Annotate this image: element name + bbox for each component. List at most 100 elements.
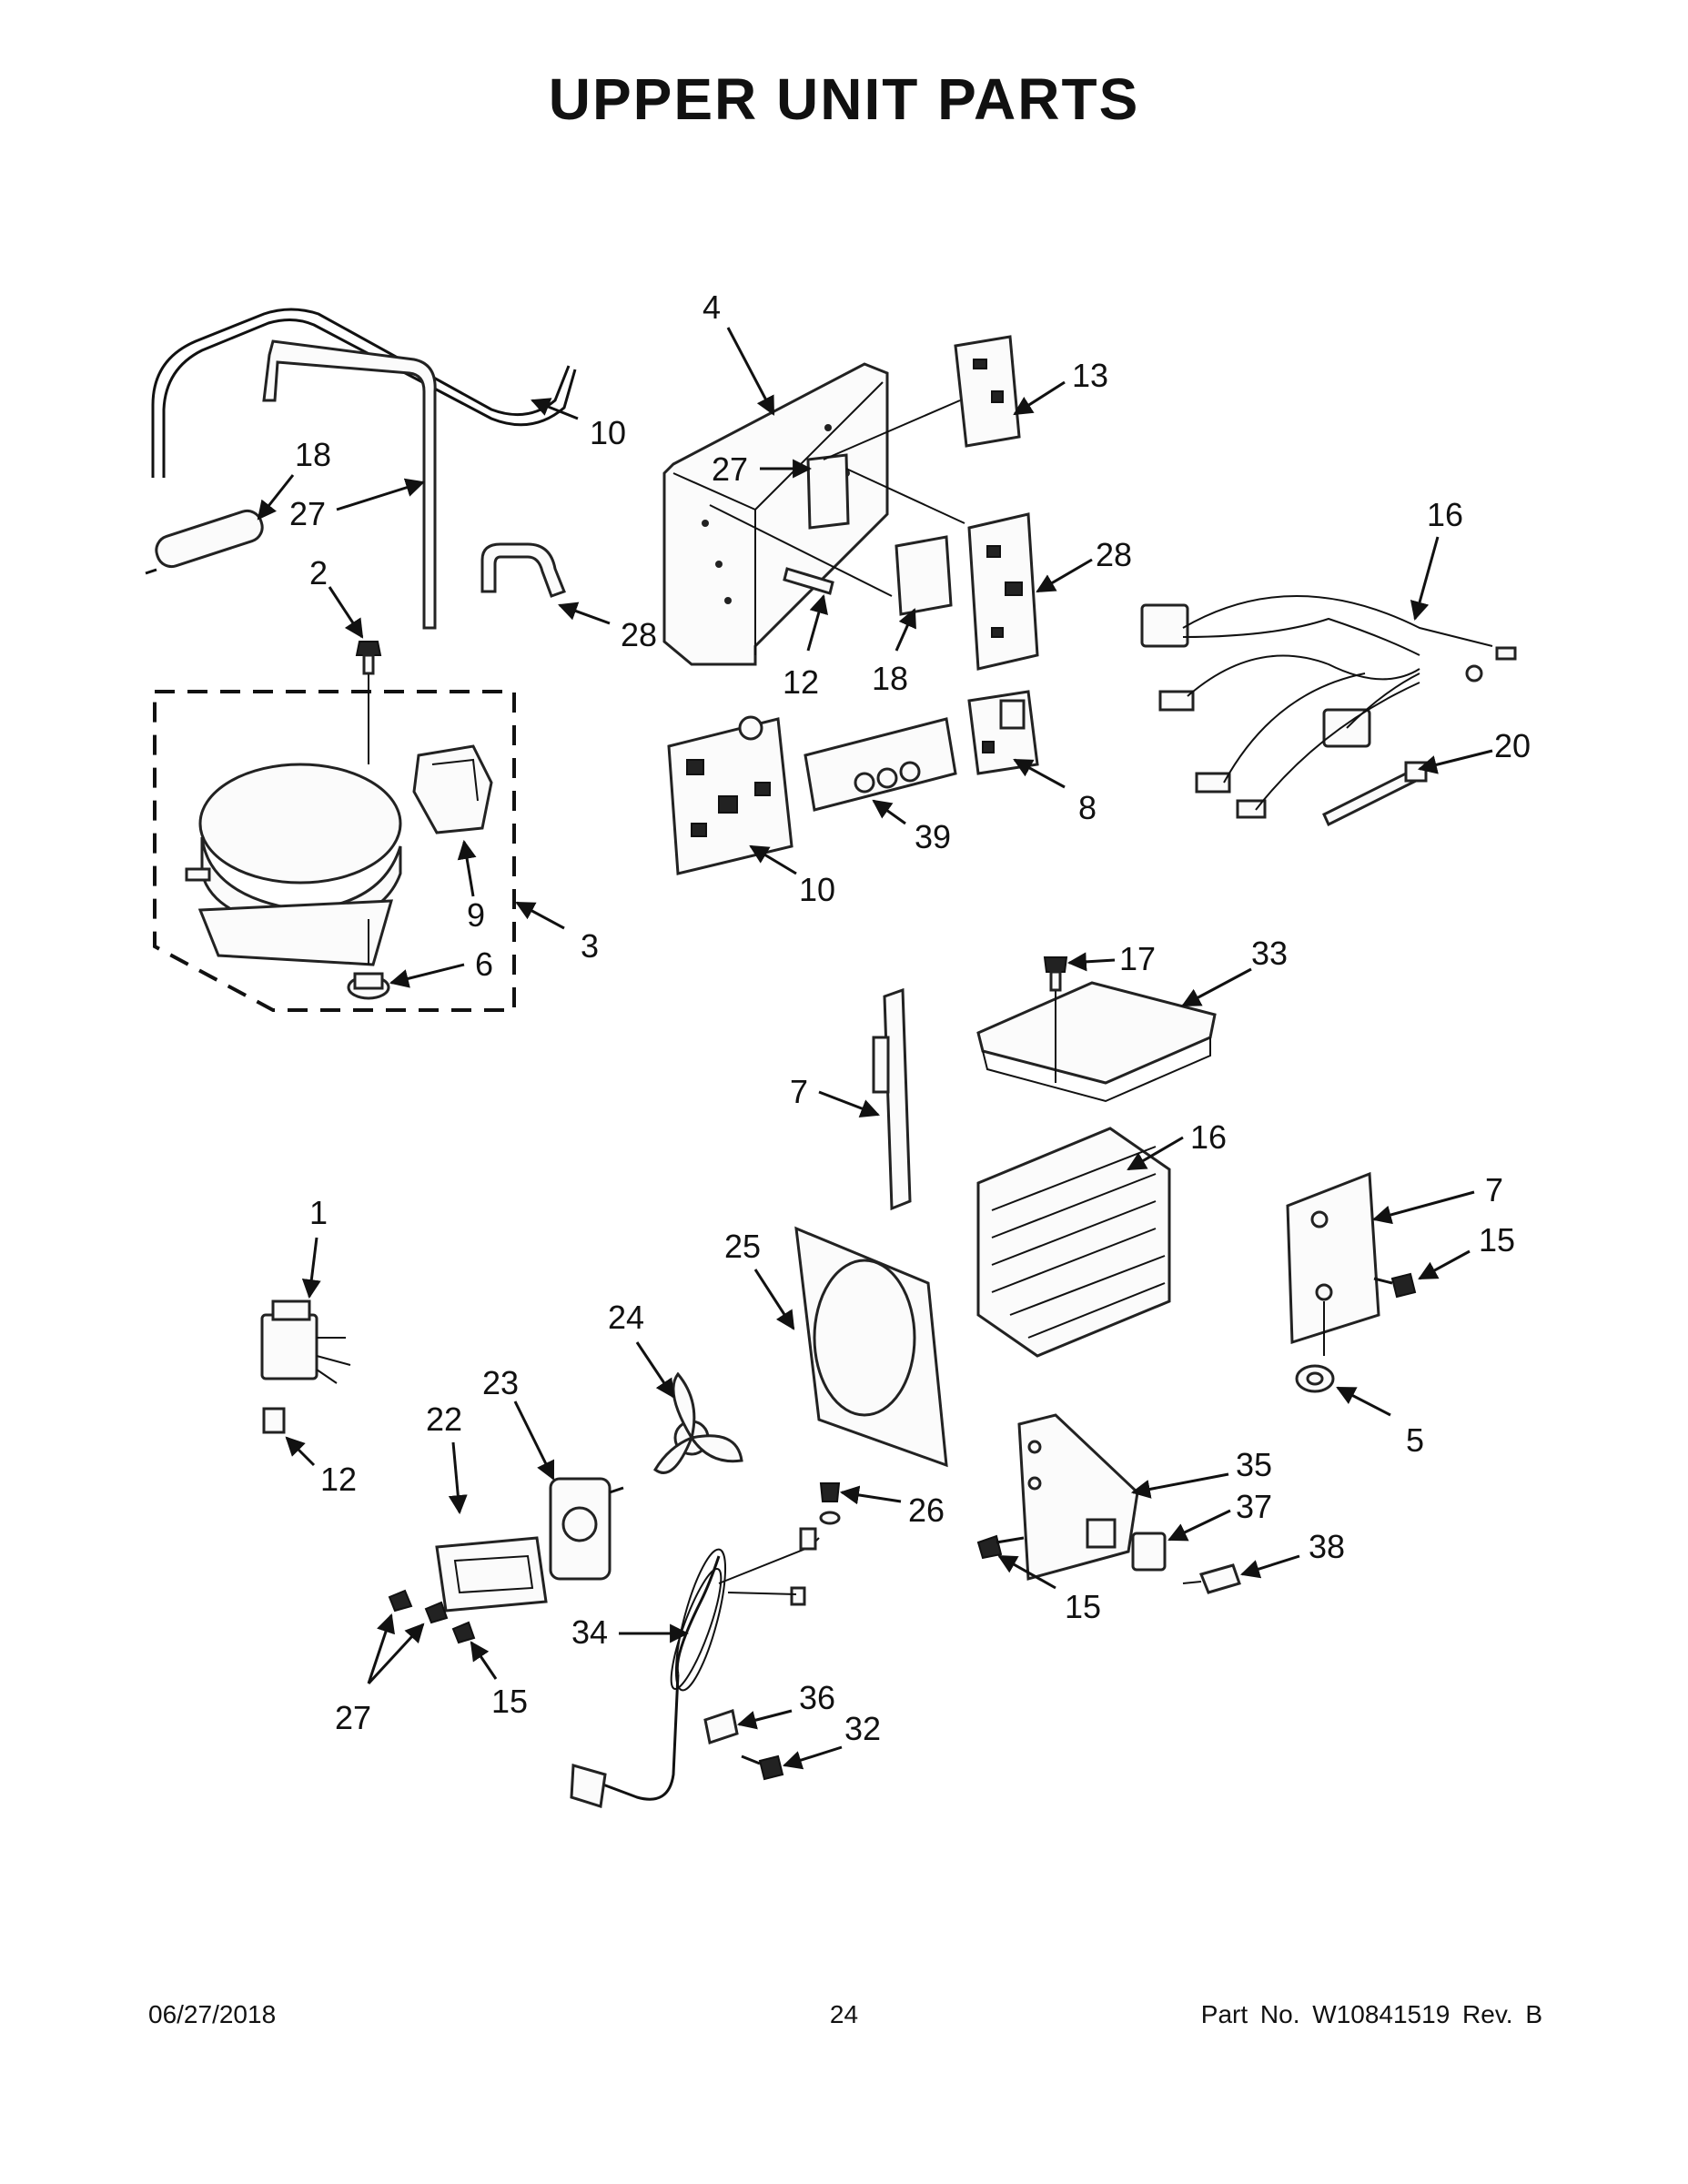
callout-9: 9 xyxy=(457,839,485,934)
callout-15-left-label: 15 xyxy=(491,1683,528,1720)
callout-8: 8 xyxy=(1013,758,1097,826)
callout-28: 28 xyxy=(1036,536,1132,593)
callout-33: 33 xyxy=(1181,935,1288,1007)
callout-22: 22 xyxy=(426,1400,468,1515)
callout-10: 10 xyxy=(531,398,626,451)
clamp-screw-part xyxy=(741,1754,784,1781)
callout-23: 23 xyxy=(482,1364,555,1481)
relay-board-part xyxy=(954,335,1021,448)
callout-11-label: 10 xyxy=(799,871,835,908)
screw-part xyxy=(355,641,382,675)
callout-38: 38 xyxy=(1239,1528,1345,1579)
callout-21: 18 xyxy=(257,436,331,521)
page-title: UPPER UNIT PARTS xyxy=(548,66,1140,132)
callout-14-label: 13 xyxy=(1072,357,1108,394)
wire-tie-part xyxy=(1322,761,1428,827)
callout-24-label: 24 xyxy=(608,1299,644,1336)
callout-20-label: 20 xyxy=(1494,727,1531,764)
control-bracket-part xyxy=(1017,1413,1139,1581)
wire-connector-part xyxy=(1182,1563,1241,1594)
fan-blade-part xyxy=(653,1371,743,1474)
callout-11: 10 xyxy=(749,844,835,908)
callout-39: 39 xyxy=(872,799,951,855)
callout-35-label: 35 xyxy=(1236,1446,1272,1483)
bracket-screw-lower-part xyxy=(976,1534,1025,1560)
callout-16: 16 xyxy=(1127,1118,1227,1171)
wire-harness-part xyxy=(1140,595,1517,819)
callout-26: 26 xyxy=(839,1485,945,1529)
callout-34: 34 xyxy=(571,1613,690,1651)
callout-12: 12 xyxy=(783,593,828,701)
callout-27-label: 27 xyxy=(335,1699,371,1736)
evaporator-cover-part xyxy=(976,981,1217,1103)
callout-15-left: 15 xyxy=(470,1641,528,1720)
callout-26-label: 26 xyxy=(908,1491,945,1529)
washer-part xyxy=(1295,1364,1335,1393)
callout-37-label: 37 xyxy=(1236,1488,1272,1525)
main-control-board-part xyxy=(967,512,1039,671)
power-cord-part xyxy=(570,1527,820,1808)
callout-35: 35 xyxy=(1130,1446,1272,1499)
sensor-part xyxy=(783,567,834,595)
right-bracket-part xyxy=(1286,1171,1380,1356)
callout-17-label: 16 xyxy=(1427,496,1463,533)
callout-30-label: 27 xyxy=(289,495,326,532)
grommet-part xyxy=(347,972,390,1000)
callout-21-label: 18 xyxy=(295,436,331,473)
callout-17: 16 xyxy=(1410,496,1463,622)
callout-7-right: 7 xyxy=(1371,1171,1503,1225)
callout-7-left: 7 xyxy=(790,1073,880,1118)
left-bracket-part xyxy=(872,987,912,1211)
callout-4-label: 4 xyxy=(702,288,721,326)
callout-4: 4 xyxy=(702,288,775,416)
label-part xyxy=(895,535,953,616)
callout-2-label: 2 xyxy=(309,554,328,592)
callout-6-label: 6 xyxy=(475,945,493,983)
screw-group-part xyxy=(388,1589,476,1644)
callout-15-right-label: 15 xyxy=(1479,1221,1515,1259)
callout-29-label: 27 xyxy=(712,450,748,488)
bracket-screw-part xyxy=(1373,1272,1417,1299)
compressor-assembly-group xyxy=(153,641,516,1012)
defrost-timer-part xyxy=(549,1477,624,1581)
callout-14: 13 xyxy=(1013,357,1108,416)
callout-6: 6 xyxy=(389,945,493,988)
callout-18-label: 18 xyxy=(872,660,908,697)
callout-1-label: 1 xyxy=(309,1194,328,1231)
compressor-relay-part xyxy=(412,744,493,834)
drier-tube-part xyxy=(262,339,437,630)
callout-9-label: 9 xyxy=(467,896,485,934)
filter-drier-part xyxy=(145,509,264,575)
callout-19: 17 xyxy=(1066,940,1156,977)
callout-24: 24 xyxy=(608,1299,675,1399)
power-supply-board-part xyxy=(967,690,1039,775)
cord-clamp-part xyxy=(703,1709,739,1744)
callout-1: 1 xyxy=(301,1194,328,1299)
transformer-part xyxy=(260,1299,351,1434)
callout-36: 36 xyxy=(736,1679,835,1730)
callout-31-label: 28 xyxy=(621,616,657,653)
callout-10-label: 10 xyxy=(590,414,626,451)
callout-37: 37 xyxy=(1167,1488,1272,1542)
callout-13: 12 xyxy=(285,1436,357,1498)
electronic-control-board-part xyxy=(667,715,793,875)
callout-30: 27 xyxy=(289,478,426,532)
dispenser-board-part xyxy=(804,717,957,812)
callout-25: 25 xyxy=(724,1228,795,1330)
callout-3-label: 3 xyxy=(581,927,599,965)
callout-19-label: 17 xyxy=(1119,940,1156,977)
callout-28-label: 28 xyxy=(1096,536,1132,573)
ground-screw-part xyxy=(819,1482,841,1525)
mounting-bracket-part xyxy=(435,1536,548,1613)
evaporator-screw-part xyxy=(1043,956,1068,992)
callout-18: 18 xyxy=(872,608,916,697)
callout-32: 32 xyxy=(782,1710,881,1770)
compressor-part xyxy=(185,763,402,966)
callout-15-center-label: 15 xyxy=(1065,1588,1101,1625)
callout-8-label: 8 xyxy=(1078,789,1097,826)
control-box-part xyxy=(662,362,889,666)
callout-34-label: 34 xyxy=(571,1613,608,1651)
callout-20: 20 xyxy=(1417,727,1531,774)
callout-2: 2 xyxy=(309,554,364,639)
